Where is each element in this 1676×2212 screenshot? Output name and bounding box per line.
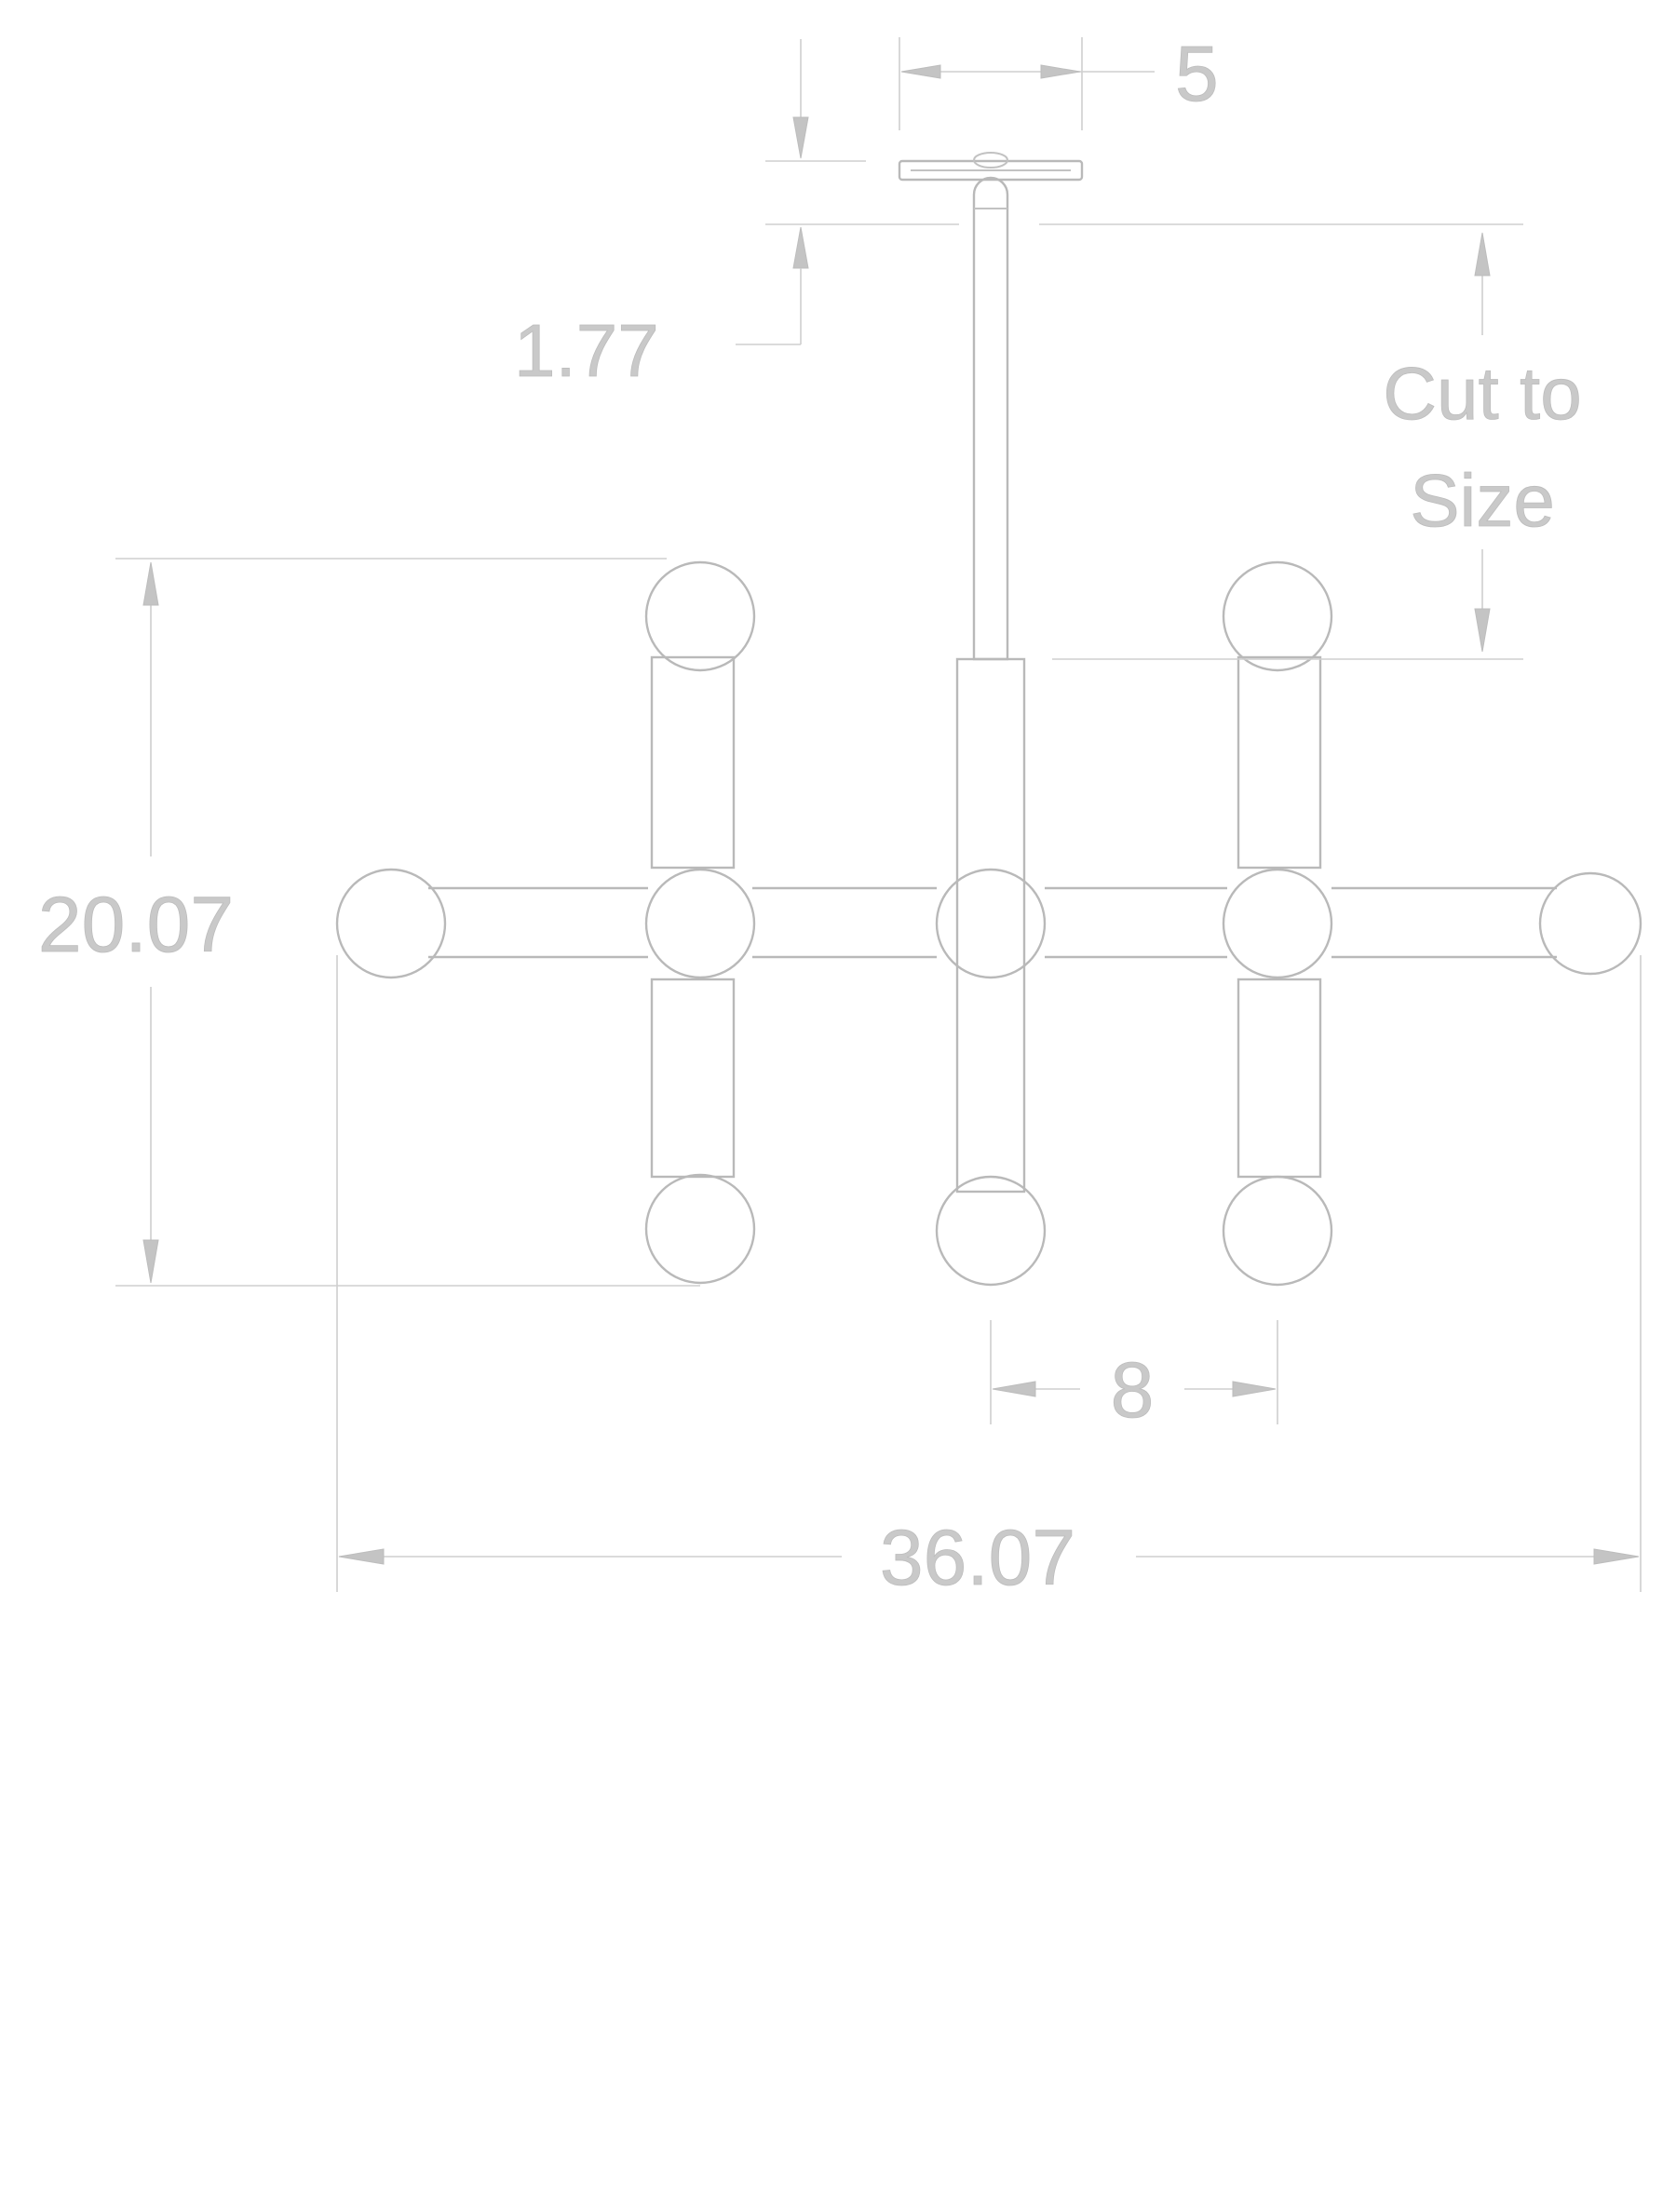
center-column: [955, 657, 1026, 1194]
globe-left-bottom: [644, 1173, 756, 1285]
dimension-label-top-width: 5: [1175, 30, 1219, 117]
arrowhead-up: [1474, 232, 1491, 276]
globe-center-bottom: [935, 1175, 1047, 1287]
arrowhead-up: [792, 226, 809, 269]
arrowhead-left: [900, 64, 941, 79]
arrowhead-up: [142, 561, 159, 606]
horizontal-bar: [428, 886, 1557, 959]
dimension-cut-to-size: Cut to Size: [1039, 223, 1582, 660]
dimension-overall-width: 36.07: [336, 955, 1642, 1601]
globe-right-end: [1538, 871, 1642, 976]
globe-left-top: [644, 560, 756, 672]
arrowhead-down: [142, 1239, 159, 1284]
dimension-stem-offset: 1.77: [514, 39, 959, 392]
globe-left-end: [335, 868, 447, 979]
globe-center: [935, 868, 1047, 979]
cut-to-size-line-2: Size: [1410, 459, 1555, 542]
globe-right-bottom: [1222, 1175, 1333, 1287]
arrowhead-right: [1593, 1548, 1640, 1565]
left-vertical-arm: [650, 655, 736, 1179]
right-vertical-arm: [1237, 655, 1322, 1179]
dimension-spacing: 8: [990, 1320, 1278, 1434]
dimension-label-stem-offset: 1.77: [514, 309, 659, 392]
globe-left-center: [644, 868, 756, 979]
fixture-outline: [335, 152, 1642, 1287]
arrowhead-down: [1474, 608, 1491, 653]
globe-right-center: [1222, 868, 1333, 979]
arrowhead-right: [1232, 1381, 1277, 1397]
dimension-height: 20.07: [37, 558, 700, 1287]
canopy-nut: [973, 152, 1008, 169]
dimension-label-overall-width: 36.07: [880, 1514, 1075, 1601]
canopy-plate: [898, 159, 1084, 182]
dimension-label-height: 20.07: [38, 881, 234, 968]
dimension-label-spacing: 8: [1111, 1346, 1155, 1434]
dimension-top-width: 5: [899, 30, 1219, 130]
arrowhead-right: [1040, 64, 1081, 79]
arrowhead-down: [792, 116, 809, 159]
arrowhead-left: [992, 1381, 1036, 1397]
arrowhead-left: [338, 1548, 385, 1565]
cut-to-size-line-1: Cut to: [1383, 352, 1581, 435]
globe-right-top: [1222, 560, 1333, 672]
hanging-stem: [972, 176, 1009, 661]
